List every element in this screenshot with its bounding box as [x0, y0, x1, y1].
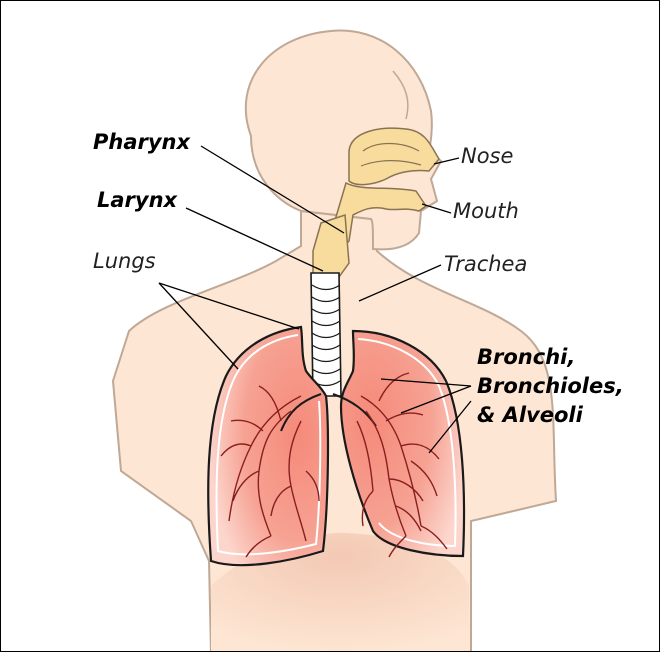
leader-lungs-left	[158, 282, 239, 370]
label-bronchi: Bronchi,	[477, 345, 576, 369]
label-bronchioles: Bronchioles,	[477, 374, 624, 398]
label-mouth: Mouth	[453, 199, 519, 223]
left-bronchioles	[220, 385, 320, 558]
leader-lungs-right	[158, 282, 300, 330]
label-alveoli: & Alveoli	[477, 403, 583, 427]
nasal-cavity	[348, 127, 440, 186]
leader-bronchi-2	[400, 385, 472, 414]
label-bronchi-group: Bronchi, Bronchioles, & Alveoli	[477, 345, 624, 426]
right-bronchioles	[356, 372, 448, 558]
leader-mouth	[421, 203, 452, 214]
leader-bronchi-1	[380, 378, 472, 387]
leader-larynx	[185, 207, 324, 272]
ear-line	[392, 70, 409, 120]
right-lung	[339, 329, 466, 558]
nasal-turbinates	[360, 142, 422, 167]
leader-nose	[433, 157, 460, 165]
trachea-tube	[310, 272, 342, 397]
leader-pharynx	[200, 145, 345, 234]
label-nose: Nose	[461, 144, 514, 168]
left-lung-inner-outline	[215, 334, 322, 556]
leader-trachea	[358, 264, 442, 302]
oral-cavity	[332, 181, 428, 253]
label-larynx: Larynx	[97, 188, 178, 212]
left-lung	[207, 325, 330, 567]
leader-lines	[158, 145, 472, 454]
label-lungs: Lungs	[93, 249, 156, 273]
right-lung-inner-outline	[357, 338, 457, 548]
leader-bronchi-3	[428, 400, 472, 454]
label-trachea: Trachea	[444, 252, 528, 276]
label-pharynx: Pharynx	[93, 130, 191, 154]
